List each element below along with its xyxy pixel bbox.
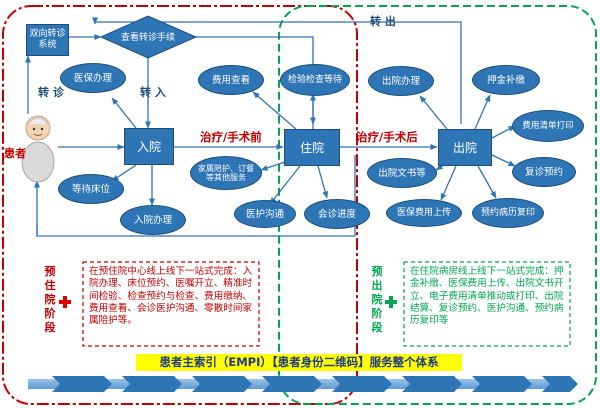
bottom-arrow-band bbox=[28, 376, 578, 392]
node-discharge-docs: 出院文书等 bbox=[367, 158, 437, 188]
node-deposit: 押金补缴 bbox=[472, 65, 540, 95]
edge-label-transfer-out: 转 出 bbox=[370, 15, 396, 28]
pre-phase-note: 在预住院中心线上线下一站式完成：入院办理、床位预约、医嘱开立、精准时间检验、检查… bbox=[89, 266, 253, 327]
node-dual-referral: 双向转诊系统 bbox=[26, 24, 69, 56]
node-record-copy: 预约病历复印 bbox=[472, 198, 544, 228]
post-note-frame bbox=[403, 261, 571, 347]
node-discharge: 出院 bbox=[438, 129, 492, 166]
post-phase-title: 预出院阶段 bbox=[371, 265, 383, 334]
patient-label: 患者 bbox=[4, 147, 26, 160]
edge-label-treat-pre: 治疗/手术前 bbox=[200, 130, 262, 144]
node-admission-process: 入院办理 bbox=[120, 205, 186, 235]
node-check-referral: 查看转诊手续 bbox=[120, 33, 175, 43]
node-insurance: 医保办理 bbox=[60, 63, 126, 93]
check-referral-diamond bbox=[99, 15, 198, 59]
node-nursing-comm: 医护沟通 bbox=[234, 200, 296, 228]
node-followup: 复诊预约 bbox=[512, 157, 576, 187]
node-exam-wait: 检验检查等待 bbox=[280, 64, 350, 96]
edge-label-treat-post: 治疗/手术后 bbox=[356, 130, 418, 144]
node-inpatient: 住院 bbox=[284, 129, 340, 166]
node-consult-progress: 会诊进度 bbox=[304, 199, 370, 229]
pre-phase-title: 预住院阶段 bbox=[44, 265, 56, 334]
node-fee-check: 费用查看 bbox=[198, 65, 264, 95]
node-insurance-upload: 医保费用上传 bbox=[386, 199, 462, 227]
node-discharge-process: 出院办理 bbox=[368, 66, 434, 96]
green-cross-icon bbox=[385, 296, 397, 308]
node-waiting-bed: 等待床位 bbox=[58, 174, 124, 204]
edge-label-admit-in: 转 入 bbox=[140, 86, 166, 99]
empi-banner: 患者主索引（EMPI）【患者身份二维码】服务整个体系 bbox=[136, 354, 462, 371]
patient-figure bbox=[21, 115, 55, 183]
post-phase-note: 在住院病房线上线下一站式完成：押金补缴、医保费用上传、出院文书开立、电子费用清单… bbox=[410, 266, 564, 327]
edge-label-referral: 转 诊 bbox=[38, 86, 64, 99]
node-fee-list-print: 费用清单打印 bbox=[512, 110, 584, 142]
node-admission: 入院 bbox=[124, 128, 174, 165]
pre-note-frame bbox=[82, 261, 260, 347]
node-family-escort: 家属陪护、订餐等其他服务 bbox=[190, 156, 262, 190]
red-cross-icon bbox=[59, 296, 71, 308]
